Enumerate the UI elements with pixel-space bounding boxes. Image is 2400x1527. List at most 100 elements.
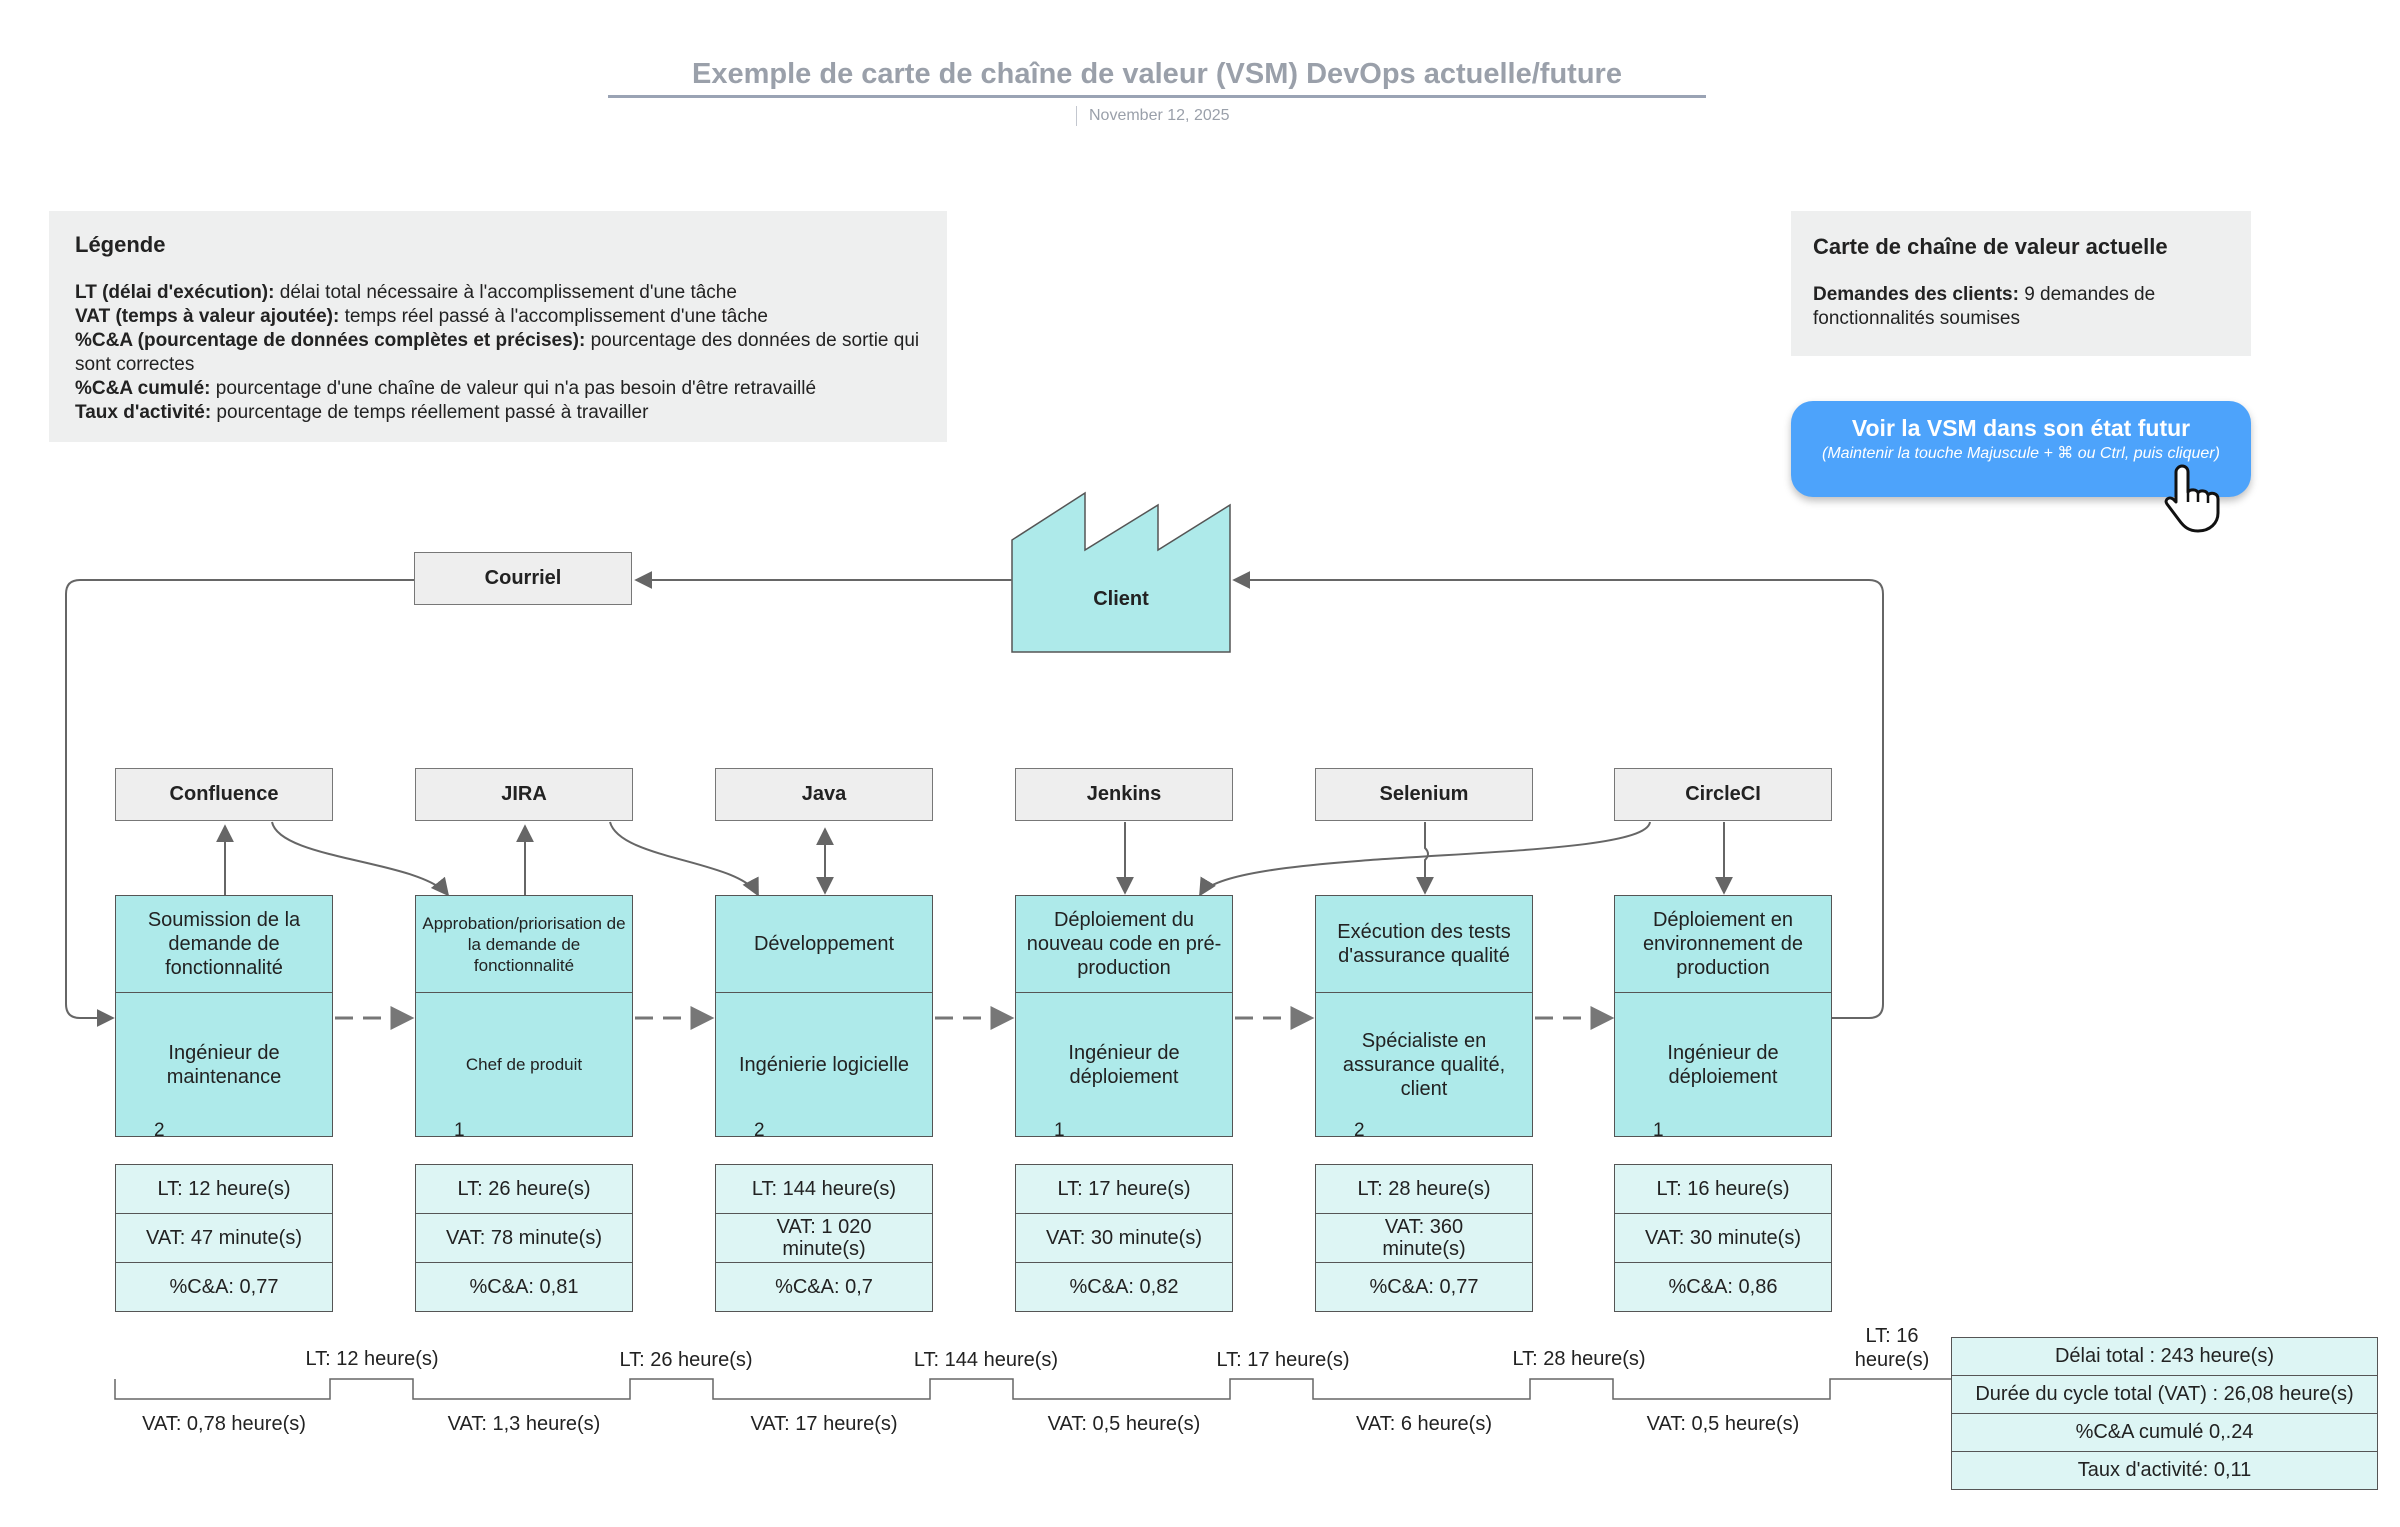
value-added-time: VAT: 47 minute(s)	[116, 1214, 332, 1263]
tool-jenkins: Jenkins	[1015, 768, 1233, 821]
current-state-panel: Carte de chaîne de valeur actuelle Deman…	[1791, 211, 2251, 356]
timeline-lead-time: LT: 12 heure(s)	[305, 1348, 439, 1370]
process-qa-tests: Exécution des tests d'assurance qualité …	[1315, 895, 1533, 1141]
process-role: Ingénierie logicielle	[738, 1054, 910, 1076]
legend-panel: Légende LT (délai d'exécution): délai to…	[49, 211, 947, 442]
value-added-time: VAT: 30 minute(s)	[1016, 1214, 1232, 1263]
operator-count: 2	[722, 1119, 765, 1143]
legend-title: Légende	[75, 232, 166, 257]
metrics-box: LT: 144 heure(s) VAT: 1 020 minute(s) %C…	[715, 1164, 933, 1312]
timeline-lead-time: LT: 17 heure(s)	[1216, 1349, 1350, 1371]
tool-confluence: Confluence	[115, 768, 333, 821]
activity-rate: Taux d'activité: 0,11	[2077, 1459, 2252, 1481]
operator-count: 2	[122, 1119, 165, 1143]
timeline-value-added-time: VAT: 0,5 heure(s)	[1646, 1413, 1800, 1435]
legend-term: %C&A cumulé:	[75, 378, 211, 399]
operator-count-value: 1	[1054, 1120, 1065, 1141]
process-role: Spécialiste en assurance qualité, client	[1342, 1030, 1506, 1100]
lead-time: LT: 17 heure(s)	[1016, 1165, 1232, 1214]
process-title: Exécution des tests d'assurance qualité	[1316, 896, 1532, 993]
tool-jira: JIRA	[415, 768, 633, 821]
confluence-to-approval-arrow	[271, 821, 450, 897]
complete-accurate: %C&A: 0,77	[169, 1276, 279, 1298]
process-role-area: Ingénieur de déploiement 1	[1016, 993, 1232, 1147]
process-feature-request: Soumission de la demande de fonctionnali…	[115, 895, 333, 1141]
process-approval: Approbation/priorisation de la demande d…	[415, 895, 633, 1141]
operator-count-value: 2	[1354, 1120, 1365, 1141]
value-added-time: VAT: 1 020 minute(s)	[716, 1214, 932, 1263]
legend-term: VAT (temps à valeur ajoutée):	[75, 306, 340, 327]
value-added-time: VAT: 78 minute(s)	[416, 1214, 632, 1263]
process-role: Chef de produit	[465, 1055, 583, 1074]
jira-to-development-arrow	[609, 821, 759, 897]
legend-term: LT (délai d'exécution):	[75, 282, 275, 303]
page-title: Exemple de carte de chaîne de valeur (VS…	[692, 58, 1622, 90]
operator-count-value: 1	[1653, 1120, 1664, 1141]
legend-desc: délai total nécessaire à l'accomplisseme…	[274, 282, 737, 303]
future-state-button-hint: (Maintenir la touche Majuscule + ⌘ ou Ct…	[1822, 445, 2220, 462]
customer-demand-desc: 9 demandes de fonctionnalités soumises	[1813, 284, 2156, 329]
total-lead-time: Délai total : 243 heure(s)	[1952, 1338, 2377, 1376]
complete-accurate: %C&A: 0,7	[775, 1276, 873, 1298]
pointer-hand-icon	[2164, 464, 2220, 533]
operator-count: 1	[1621, 1119, 1664, 1143]
operator-count-value: 2	[754, 1120, 765, 1141]
client-label: Client	[1093, 588, 1149, 610]
timeline-lead-time: LT: 28 heure(s)	[1512, 1348, 1646, 1370]
client-factory-icon	[1011, 491, 1231, 653]
process-preprod-deploy: Déploiement du nouveau code en pré-produ…	[1015, 895, 1233, 1141]
email-box: Courriel	[414, 552, 632, 605]
process-role-area: Ingénierie logicielle 2	[716, 993, 932, 1147]
process-title: Soumission de la demande de fonctionnali…	[116, 896, 332, 993]
metrics-box: LT: 12 heure(s) VAT: 47 minute(s) %C&A: …	[115, 1164, 333, 1312]
legend-desc: pourcentage d'une chaîne de valeur qui n…	[210, 378, 817, 399]
legend-row-activity-rate: Taux d'activité: pourcentage de temps ré…	[75, 401, 921, 425]
total-cycle-time: Durée du cycle total (VAT) : 26,08 heure…	[1952, 1376, 2377, 1414]
legend-desc: pourcentage de temps réellement passé à …	[211, 402, 649, 423]
operator-count-value: 2	[154, 1120, 165, 1141]
legend-term: %C&A (pourcentage de données complètes e…	[75, 330, 586, 351]
value-added-time: VAT: 30 minute(s)	[1615, 1214, 1831, 1263]
tool-selenium: Selenium	[1315, 768, 1533, 821]
process-role-area: Chef de produit 1	[416, 993, 632, 1147]
timeline-lead-time: LT: 16 heure(s)	[1854, 1325, 1930, 1371]
process-title: Déploiement du nouveau code en pré-produ…	[1016, 896, 1232, 993]
process-role-area: Ingénieur de déploiement 1	[1615, 993, 1831, 1147]
lead-time: LT: 28 heure(s)	[1316, 1165, 1532, 1214]
legend-term: Taux d'activité:	[75, 402, 212, 423]
timeline-ladder	[114, 1378, 1951, 1400]
process-production-deploy: Déploiement en environnement de producti…	[1614, 895, 1832, 1141]
lead-time: LT: 26 heure(s)	[416, 1165, 632, 1214]
legend-row-cumulative-ca: %C&A cumulé: pourcentage d'une chaîne de…	[75, 377, 921, 401]
date-label: November 12, 2025	[1076, 106, 1230, 126]
timeline-lead-time: LT: 144 heure(s)	[913, 1349, 1059, 1371]
process-role-area: Spécialiste en assurance qualité, client…	[1316, 993, 1532, 1147]
operator-count: 2	[1322, 1119, 1365, 1143]
title-underline	[608, 95, 1706, 98]
process-role-area: Ingénieur de maintenance 2	[116, 993, 332, 1147]
timeline-value-added-time: VAT: 6 heure(s)	[1356, 1413, 1492, 1435]
operator-count: 1	[1022, 1119, 1065, 1143]
legend-row-lt: LT (délai d'exécution): délai total néce…	[75, 281, 921, 305]
process-development: Développement Ingénierie logicielle 2	[715, 895, 933, 1141]
metrics-box: LT: 28 heure(s) VAT: 360 minute(s) %C&A:…	[1315, 1164, 1533, 1312]
future-state-button[interactable]: Voir la VSM dans son état futur (Mainten…	[1791, 401, 2251, 497]
complete-accurate: %C&A: 0,82	[1069, 1276, 1179, 1298]
summary-table: Délai total : 243 heure(s) Durée du cycl…	[1951, 1337, 2378, 1490]
operator-count: 1	[422, 1119, 465, 1143]
legend-desc: temps réel passé à l'accomplissement d'u…	[339, 306, 768, 327]
process-role: Ingénieur de déploiement	[1068, 1042, 1180, 1088]
legend-desc: pourcentage des données de sortie qui so…	[75, 330, 920, 375]
timeline-value-added-time: VAT: 1,3 heure(s)	[447, 1413, 601, 1435]
timeline-value-added-time: VAT: 0,5 heure(s)	[1047, 1413, 1201, 1435]
lead-time: LT: 144 heure(s)	[716, 1165, 932, 1214]
metrics-box: LT: 17 heure(s) VAT: 30 minute(s) %C&A: …	[1015, 1164, 1233, 1312]
email-to-submission-arrow	[65, 579, 414, 1027]
process-title: Déploiement en environnement de producti…	[1615, 896, 1831, 993]
complete-accurate: %C&A: 0,77	[1369, 1276, 1479, 1298]
lead-time: LT: 12 heure(s)	[116, 1165, 332, 1214]
tool-circleci: CircleCI	[1614, 768, 1832, 821]
timeline-value-added-time: VAT: 0,78 heure(s)	[142, 1413, 306, 1435]
metrics-box: LT: 16 heure(s) VAT: 30 minute(s) %C&A: …	[1614, 1164, 1832, 1312]
process-title: Développement	[716, 896, 932, 993]
